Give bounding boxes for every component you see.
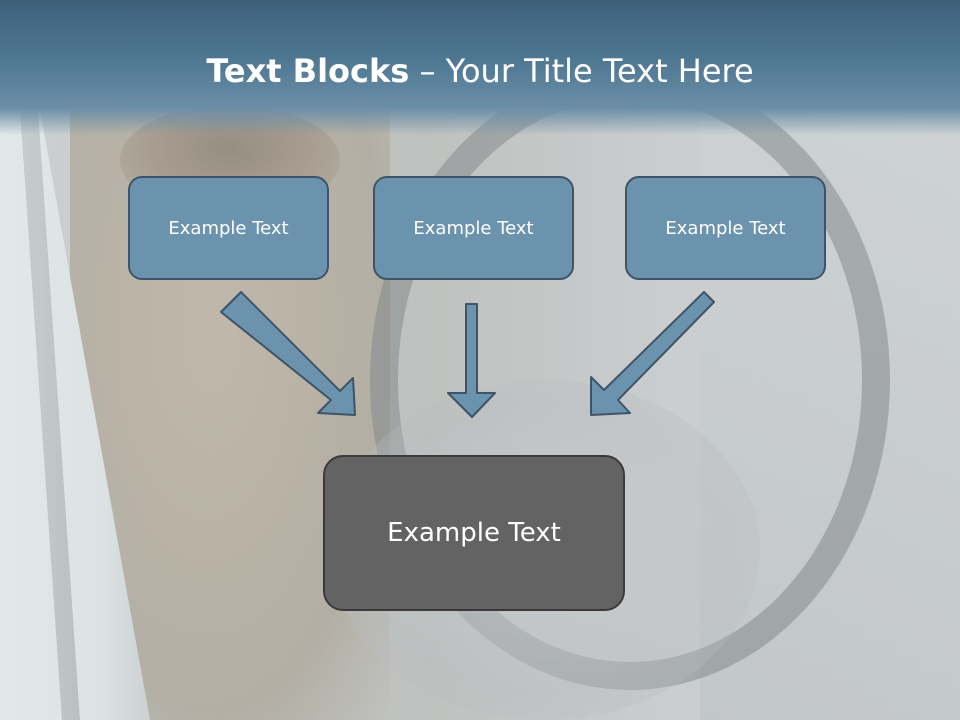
- title-bar: [0, 0, 960, 135]
- arrow-left-icon: [220, 291, 356, 416]
- text-block-1[interactable]: Example Text: [128, 176, 329, 280]
- center-text-block-label: Example Text: [387, 518, 561, 548]
- text-block-3-label: Example Text: [665, 217, 786, 239]
- arrow-right-icon: [590, 291, 715, 416]
- text-block-2-label: Example Text: [413, 217, 534, 239]
- page-title: Text Blocks – Your Title Text Here: [0, 52, 960, 90]
- text-block-2[interactable]: Example Text: [373, 176, 574, 280]
- title-bold: Text Blocks: [206, 52, 410, 90]
- title-dash: –: [409, 52, 446, 90]
- text-block-3[interactable]: Example Text: [625, 176, 826, 280]
- arrow-down-icon: [447, 303, 496, 418]
- center-text-block[interactable]: Example Text: [323, 455, 625, 611]
- text-block-1-label: Example Text: [168, 217, 289, 239]
- title-rest: Your Title Text Here: [445, 52, 754, 90]
